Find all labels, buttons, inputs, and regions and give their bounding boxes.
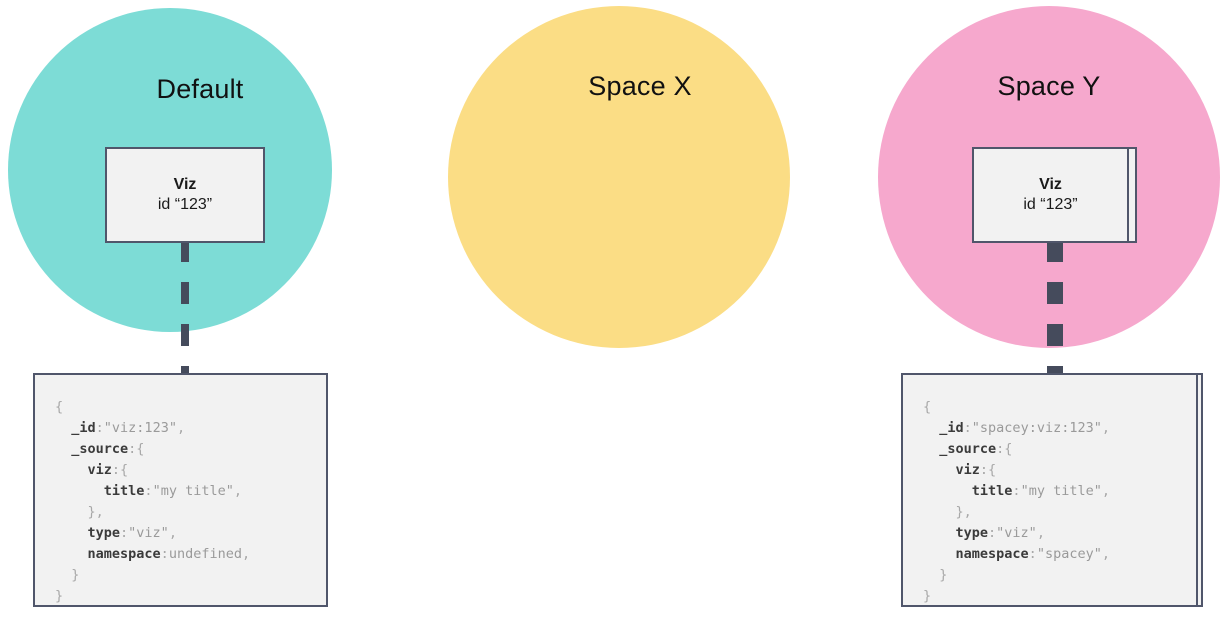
- code-content-default: { _id:"viz:123", _source:{ viz:{ title:"…: [55, 399, 251, 604]
- viz-node-subtitle: id “123”: [1023, 196, 1078, 213]
- diagram-column-default: Default Viz id “123” { _id:"viz:123", _s…: [0, 0, 400, 622]
- document-json-space-y: { _id:"spacey:viz:123", _source:{ viz:{ …: [901, 373, 1198, 607]
- document-json-default: { _id:"viz:123", _source:{ viz:{ title:"…: [33, 373, 328, 607]
- space-label-default: Default: [156, 74, 244, 104]
- viz-node-subtitle: id “123”: [157, 196, 213, 213]
- viz-node-default[interactable]: Viz id “123”: [105, 147, 265, 243]
- viz-node-title: Viz: [1039, 176, 1062, 193]
- dashed-connector-space-y: [1047, 240, 1055, 376]
- viz-node-title: Viz: [173, 176, 197, 193]
- space-circle-space-x: [448, 6, 790, 348]
- space-label-space-y: Space Y: [997, 71, 1101, 101]
- space-label-space-x: Space X: [588, 71, 692, 101]
- diagram-column-space-x: Space X Viz id “123” { _id:"spacex:viz:1…: [440, 0, 1203, 622]
- viz-node-space-y[interactable]: Viz id “123”: [972, 147, 1129, 243]
- dashed-connector-space-x: [1055, 240, 1063, 376]
- dashed-connector-default: [181, 240, 189, 376]
- code-content-space-y: { _id:"spacey:viz:123", _source:{ viz:{ …: [923, 399, 1110, 604]
- diagram-column-space-y: Space Y Viz id “123” { _id:"spacey:viz:1…: [870, 0, 1228, 622]
